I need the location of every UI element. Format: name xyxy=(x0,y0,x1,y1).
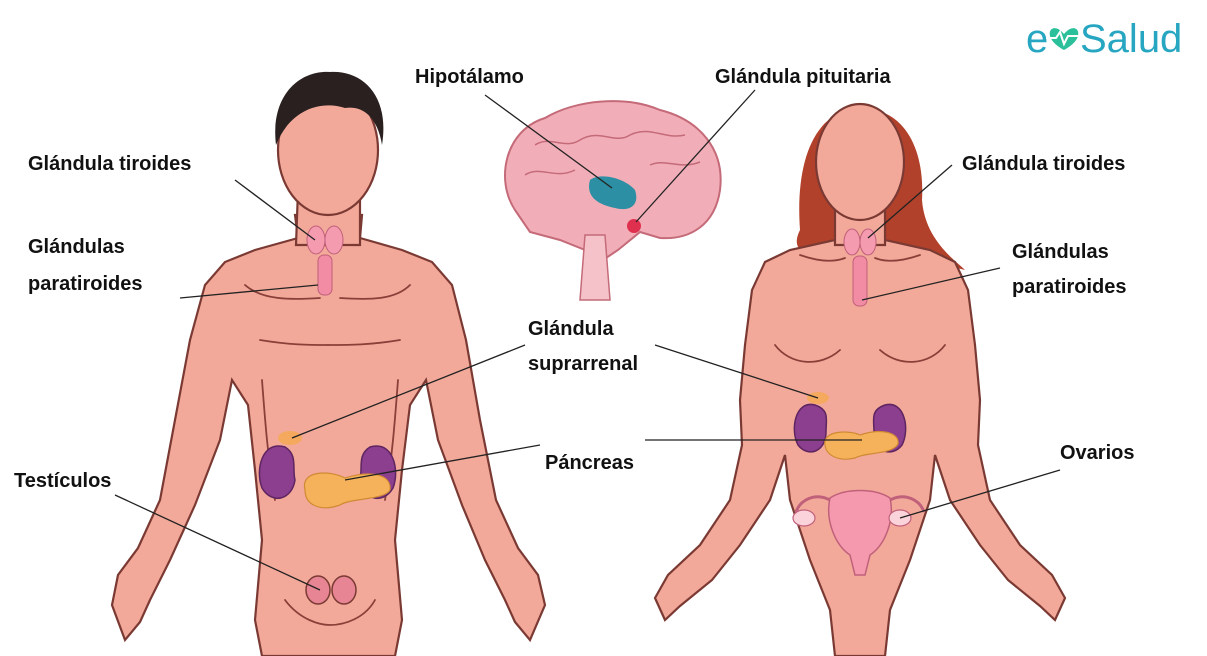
brainstem xyxy=(580,235,610,300)
female-kidney-left xyxy=(794,404,826,451)
label-tiroides-right: Glándula tiroides xyxy=(962,153,1125,175)
label-tiroides-left: Glándula tiroides xyxy=(28,153,191,175)
label-pancreas: Páncreas xyxy=(545,452,634,474)
logo-prefix: e xyxy=(1026,17,1048,61)
pituitary xyxy=(627,219,641,233)
male-adrenal xyxy=(278,431,302,445)
testicle-right xyxy=(332,576,356,604)
ovary-left xyxy=(793,510,815,526)
label-pituitaria: Glándula pituitaria xyxy=(715,66,891,88)
female-head xyxy=(816,104,904,220)
label-hipotalamo: Hipotálamo xyxy=(415,66,524,88)
label-testiculos: Testículos xyxy=(14,470,111,492)
male-kidney-left xyxy=(259,446,295,498)
label-ovarios: Ovarios xyxy=(1060,442,1134,464)
label-paratiroides-right-1: Glándulas xyxy=(1012,241,1109,263)
brain-illustration xyxy=(505,101,721,300)
logo-name: Salud xyxy=(1080,17,1182,61)
heart-pulse-icon xyxy=(1046,28,1082,50)
testicle-left xyxy=(306,576,330,604)
label-paratiroides-left-1: Glándulas xyxy=(28,236,125,258)
label-suprarrenal-1: Glándula xyxy=(528,318,614,340)
esalud-logo[interactable]: e Salud xyxy=(1026,17,1182,61)
label-paratiroides-right-2: paratiroides xyxy=(1012,276,1126,298)
label-suprarrenal-2: suprarrenal xyxy=(528,353,638,375)
label-paratiroides-left-2: paratiroides xyxy=(28,273,142,295)
